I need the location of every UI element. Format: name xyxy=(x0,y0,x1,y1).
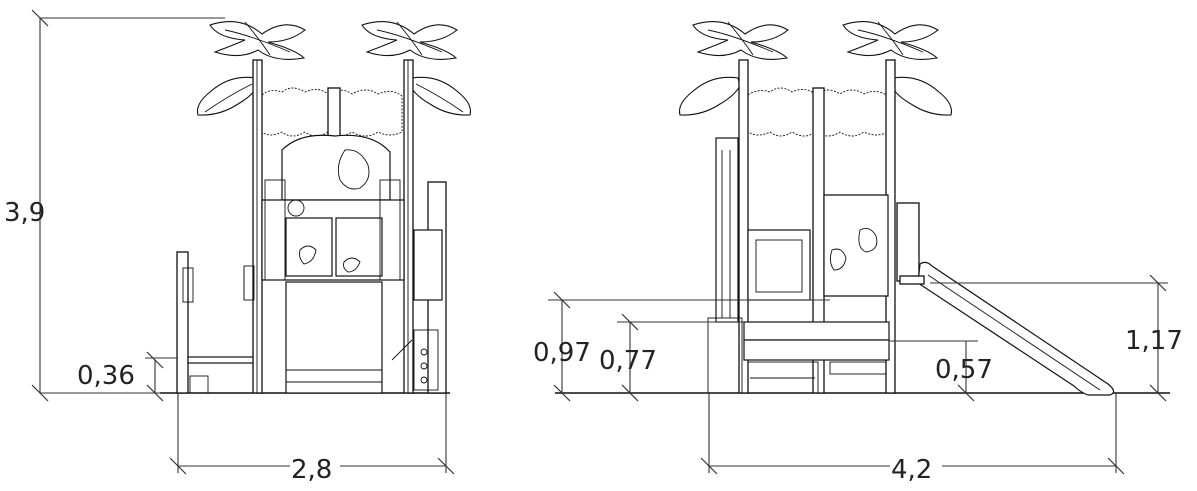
front-side-platform xyxy=(176,251,255,394)
side-view: 0,97 0,77 0,57 1,17 4,2 xyxy=(533,21,1183,485)
front-platform-height-label: 0,36 xyxy=(77,361,135,391)
front-width-label: 2,8 xyxy=(291,455,332,485)
side-platform-low-dimension xyxy=(890,340,978,402)
front-view: 3,9 0,36 2,8 xyxy=(4,9,472,485)
side-window-panel xyxy=(747,229,811,301)
side-slide xyxy=(899,261,1115,396)
front-leaf-left-side xyxy=(196,76,259,116)
front-post-left xyxy=(252,59,263,394)
side-platform-mid-dimension xyxy=(617,313,744,402)
side-leaf-canopy-left xyxy=(692,21,789,60)
side-leaf-right-side xyxy=(890,76,953,116)
side-length-label: 4,2 xyxy=(891,455,932,485)
front-height-label: 3,9 xyxy=(4,198,45,228)
front-tube-climber xyxy=(391,181,447,394)
side-climbing-wall xyxy=(707,137,743,394)
front-width-dimension xyxy=(169,393,455,475)
side-slide-height-label: 1,17 xyxy=(1125,326,1183,356)
side-length-dimension xyxy=(700,393,1125,475)
front-leaf-canopy-left xyxy=(209,21,306,60)
side-platform-deck xyxy=(743,321,890,394)
front-leaf-canopy-right xyxy=(361,21,458,60)
side-slide-height-dimension xyxy=(930,274,1168,402)
side-platform-high-label: 0,97 xyxy=(533,338,591,368)
front-tower-body xyxy=(261,134,405,281)
side-platform-high-dimension xyxy=(548,291,830,402)
side-leaf-left-side xyxy=(678,76,741,116)
front-chimney xyxy=(327,87,341,139)
front-platform-height-dimension xyxy=(145,351,178,402)
front-leaf-right-side xyxy=(409,76,472,116)
front-height-dimension xyxy=(31,9,225,402)
side-upper-panel xyxy=(823,194,920,297)
front-center-panel xyxy=(285,281,383,394)
side-platform-mid-label: 0,77 xyxy=(599,346,657,376)
side-post-left xyxy=(738,59,749,394)
side-leaf-canopy-right xyxy=(842,21,939,60)
side-platform-low-label: 0,57 xyxy=(935,355,993,385)
